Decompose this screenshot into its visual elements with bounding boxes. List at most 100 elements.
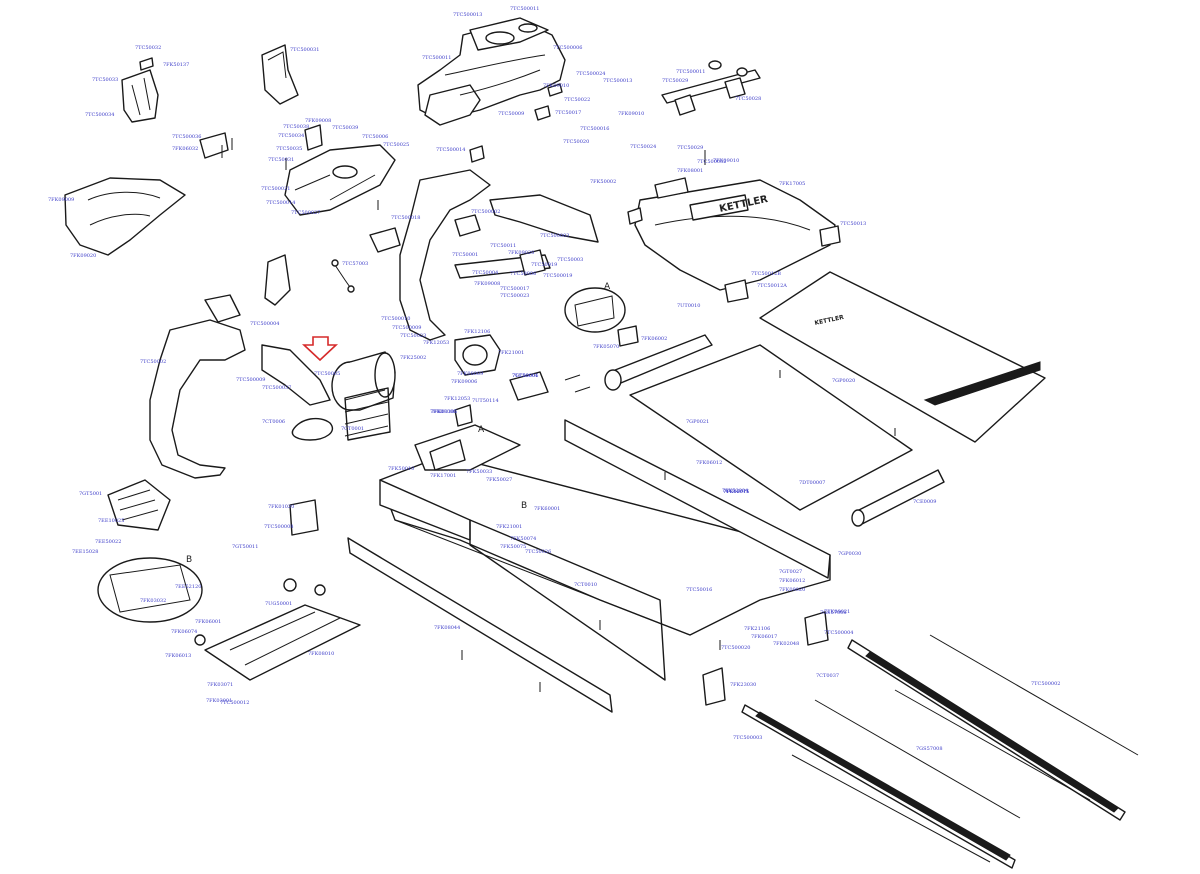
part-label: 7TC50038 — [283, 124, 309, 130]
part-label: 7TC500036 — [172, 134, 201, 140]
part-label: 7TC500002 — [471, 209, 500, 215]
holder — [261, 44, 299, 105]
part-label: 7TC500010 — [381, 316, 410, 322]
running-belt: KETTLER — [759, 271, 1046, 443]
part-label: 7TC500023 — [500, 293, 529, 299]
part-label: 7FK17005 — [779, 181, 805, 187]
detail-marker-b-2: B — [186, 555, 192, 565]
part-label: 7FK21001 — [496, 524, 522, 530]
part-label: 7UT0010 — [677, 303, 700, 309]
part-label: 7FK09010 — [713, 158, 739, 164]
detail-marker-a-2: A — [478, 425, 485, 435]
part-label: 7FK09010 — [543, 83, 569, 89]
part-label: 7TC500004 — [824, 630, 853, 636]
part-label: 7TC57003 — [342, 261, 368, 267]
part-label: 7FK06032 — [172, 146, 198, 152]
left-side-rail — [347, 537, 613, 713]
part-label: 7TC500037 — [262, 385, 291, 391]
part-label: 7CE0009 — [913, 499, 936, 505]
part-label: 7FK09009 — [48, 197, 74, 203]
part-label: 7TC500013 — [453, 12, 482, 18]
part-label: 7TC50028 — [735, 96, 761, 102]
part-label: 7TC50016 — [686, 587, 712, 593]
part-label: 7FK08044 — [434, 625, 460, 631]
part-label: 7TC50005 — [314, 371, 340, 377]
part-label: 7TC500021 — [261, 186, 290, 192]
part-label: 7UT50114 — [472, 398, 499, 404]
part-label: 7TC500003 — [540, 233, 569, 239]
part-label: 7TC50029 — [662, 78, 688, 84]
part-label: 7TC500024 — [576, 71, 605, 77]
part-label: 7FK50002 — [590, 179, 616, 185]
part-label: 7EE10025 — [98, 518, 124, 524]
part-label: 7TC500034 — [85, 112, 114, 118]
crossbar-assembly — [369, 227, 551, 279]
part-label: 7FK09008 — [474, 281, 500, 287]
part-label: 7EE52120 — [175, 584, 201, 590]
part-label: 7TC50006 — [362, 134, 388, 140]
left-upright — [149, 294, 331, 479]
small-stand — [199, 132, 229, 159]
part-label: 7TC50034 — [278, 133, 304, 139]
main-frame — [379, 419, 831, 681]
part-label: 7TC50001 — [452, 252, 478, 258]
part-label: 7TC50011 — [490, 243, 516, 249]
part-label: 7FK05070 — [593, 344, 619, 350]
part-label: 7FK50137 — [163, 62, 189, 68]
part-label: 7GP0020 — [832, 378, 855, 384]
part-label: 7TC50022 — [564, 97, 590, 103]
part-label: 7FK50027 — [486, 477, 512, 483]
part-label: 7UG50001 — [265, 601, 292, 607]
side-rails-bottom — [741, 634, 1139, 869]
part-label: 7FK21001 — [498, 350, 524, 356]
part-label: 7FK06012 — [696, 460, 722, 466]
part-label: 7TC500031 — [290, 47, 319, 53]
part-label: 7TC500012 — [220, 700, 249, 706]
part-label: 7FK17001 — [430, 473, 456, 479]
part-label: 7GS57008 — [916, 746, 943, 752]
part-label: 7TC500009 — [392, 325, 421, 331]
part-label: 7TC500003 — [733, 735, 762, 741]
part-label: 7TC50033 — [92, 77, 118, 83]
part-label: 7FK50075 — [500, 544, 526, 550]
part-label: 7GT0027 — [779, 569, 802, 575]
part-label: 7FK03032 — [140, 598, 166, 604]
part-label: 7FK09020 — [70, 253, 96, 259]
part-label: 7TC50029 — [677, 145, 703, 151]
part-label: 7FK09020 — [779, 587, 805, 593]
part-label: 7TC50013 — [840, 221, 866, 227]
part-label: 7FK12106 — [464, 329, 490, 335]
part-label: 7TC50032 — [135, 45, 161, 51]
part-label: 7TC500017 — [500, 286, 529, 292]
small-parts-left — [264, 254, 355, 306]
part-label: 7FK06001 — [195, 619, 221, 625]
part-label: 7TC500008 — [264, 524, 293, 530]
part-label: 7GT5001 — [79, 491, 102, 497]
handlebar-top-right — [661, 60, 761, 116]
part-label: 7GT50011 — [232, 544, 258, 550]
motor-hood: KETTLER — [627, 177, 841, 303]
part-label: 7FK03071 — [207, 682, 233, 688]
part-label: 7TC500013 — [603, 78, 632, 84]
part-label: 7TC50006 — [510, 271, 536, 277]
part-label: 7TC500004 — [250, 321, 279, 327]
part-label: 7GS57008 — [820, 610, 847, 616]
part-label: 7GT00006 — [512, 373, 538, 379]
part-label: 7FK50074 — [510, 536, 536, 542]
detail-circle-b — [97, 557, 203, 623]
part-label: 7FK03001 — [206, 698, 232, 704]
part-label: 7FK09020 — [508, 250, 534, 256]
part-label: 7TC50024 — [630, 144, 656, 150]
part-label: 7TC500019 — [543, 273, 572, 279]
part-label: 7TC500014 — [266, 200, 295, 206]
part-label: 7TC50035 — [276, 146, 302, 152]
part-label: 7CT0010 — [574, 582, 597, 588]
left-motor-hood — [64, 177, 186, 256]
part-label: 7TC500011 — [422, 55, 451, 61]
part-label: 7CT0001 — [341, 426, 364, 432]
part-label: 7FK09006 — [451, 379, 477, 385]
part-label: 7GP0030 — [838, 551, 861, 557]
bracket-assembly — [121, 57, 159, 123]
part-label: 7TC50003 — [557, 257, 583, 263]
